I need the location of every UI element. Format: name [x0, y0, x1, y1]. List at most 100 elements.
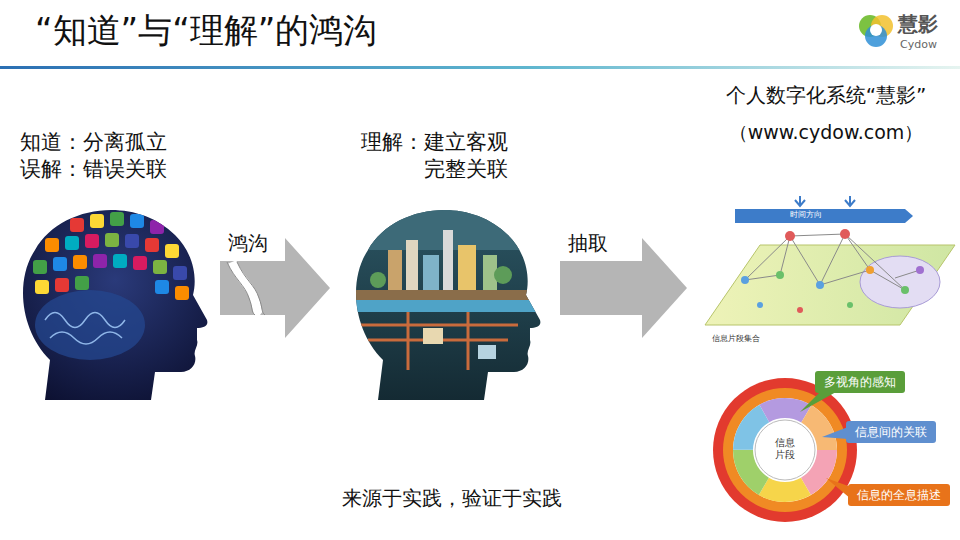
circle-diagram — [743, 408, 827, 492]
callout-text: 多视角的感知 — [824, 374, 896, 390]
callout-pointer — [800, 392, 851, 499]
network-figure — [741, 276, 749, 284]
app-icon — [55, 278, 69, 292]
circle-diagram — [743, 408, 827, 492]
head-city — [458, 245, 476, 290]
head-city — [358, 312, 518, 370]
app-icon — [110, 212, 124, 226]
callout-box: 多视角的感知 — [815, 371, 905, 393]
app-icon — [33, 260, 47, 274]
app-icon — [173, 266, 187, 280]
head-city — [370, 272, 386, 288]
callout-text: 信息间的关联 — [855, 424, 927, 440]
callout-box: 信息的全息描述 — [848, 484, 950, 506]
head-apps — [15, 200, 215, 400]
head-city — [348, 200, 548, 400]
app-icon — [125, 234, 139, 248]
gap-symbol — [227, 262, 265, 315]
app-icon — [175, 286, 189, 300]
app-icon — [105, 233, 119, 247]
app-icon — [150, 220, 164, 234]
head-apps — [15, 200, 215, 400]
circle-diagram — [713, 378, 857, 522]
circle-diagram — [723, 388, 847, 512]
header-rule — [0, 66, 960, 69]
head-city — [494, 266, 512, 284]
network-figure — [916, 266, 924, 274]
head-city — [388, 250, 402, 290]
app-icon — [73, 255, 87, 269]
callout-pointer — [800, 392, 836, 412]
caption: 来源于实践，验证于实践 — [342, 485, 562, 511]
logo-mark — [870, 24, 882, 36]
circle-diagram — [743, 408, 827, 492]
app-icon — [113, 254, 127, 268]
head-city — [348, 200, 548, 400]
circle-diagram — [733, 398, 837, 502]
head-city — [423, 328, 443, 344]
figure-label: 信息片段集合 — [712, 334, 760, 344]
network-figure — [847, 302, 853, 308]
app-icon — [33, 212, 189, 300]
circle-diagram — [743, 408, 827, 492]
figure-label: 时间方向 — [790, 210, 822, 220]
network-figure — [816, 281, 824, 289]
head-city — [406, 240, 418, 290]
app-icon — [65, 236, 79, 250]
circle-diagram — [743, 408, 827, 492]
network-figure — [860, 256, 940, 308]
app-icon — [145, 238, 159, 252]
logo-mark — [859, 15, 893, 47]
circle-diagram — [755, 420, 815, 480]
title: “知道”与“理解”的鸿沟 — [35, 8, 377, 52]
head-apps — [45, 313, 125, 345]
arrow-label: 鸿沟 — [228, 230, 268, 256]
callout-text: 信息的全息描述 — [857, 487, 941, 503]
app-icon — [70, 218, 84, 232]
head-city — [348, 300, 548, 312]
figure-label: 信息片段 — [774, 437, 796, 461]
network-figure — [797, 307, 803, 313]
network-figure — [795, 196, 855, 206]
app-icon — [165, 244, 179, 258]
node-heading: 理解：建立客观 完整关联 — [361, 129, 525, 184]
network-figure — [840, 229, 850, 239]
network-figure — [757, 302, 763, 308]
logo-text: Cydow — [900, 38, 937, 51]
app-icon — [35, 280, 49, 294]
head-city — [478, 345, 496, 359]
head-city — [348, 290, 548, 300]
head-city — [443, 230, 453, 290]
head-city — [423, 255, 439, 290]
network-figure — [785, 231, 795, 241]
gap-symbol — [232, 262, 260, 315]
node-heading: 误解：错误关联 — [20, 156, 205, 183]
network-figure — [776, 271, 784, 279]
logo-mark — [865, 25, 887, 47]
callout-pointer — [822, 427, 848, 439]
app-icon — [153, 260, 167, 274]
app-icon — [130, 214, 144, 228]
app-icon — [90, 214, 104, 228]
network-figure — [745, 234, 920, 290]
app-icon — [53, 257, 67, 271]
system-box: 个人数字化系统“慧影”（www.cydow.com） — [697, 78, 955, 368]
head-box: 理解：建立客观 完整关联 — [340, 125, 550, 405]
network-figure — [866, 266, 874, 274]
circle-diagram — [743, 408, 827, 492]
app-icon — [45, 238, 59, 252]
node-heading: 知道：分离孤立 — [20, 129, 205, 156]
network-figure — [705, 196, 955, 325]
head-apps — [35, 290, 145, 360]
network-figure — [735, 209, 913, 223]
app-icon — [155, 280, 169, 294]
head-city — [348, 200, 548, 400]
app-icon — [133, 256, 147, 270]
head-box: 知道：分离孤立误解：错误关联 — [15, 125, 210, 405]
node-heading: 个人数字化系统“慧影” — [699, 82, 953, 108]
